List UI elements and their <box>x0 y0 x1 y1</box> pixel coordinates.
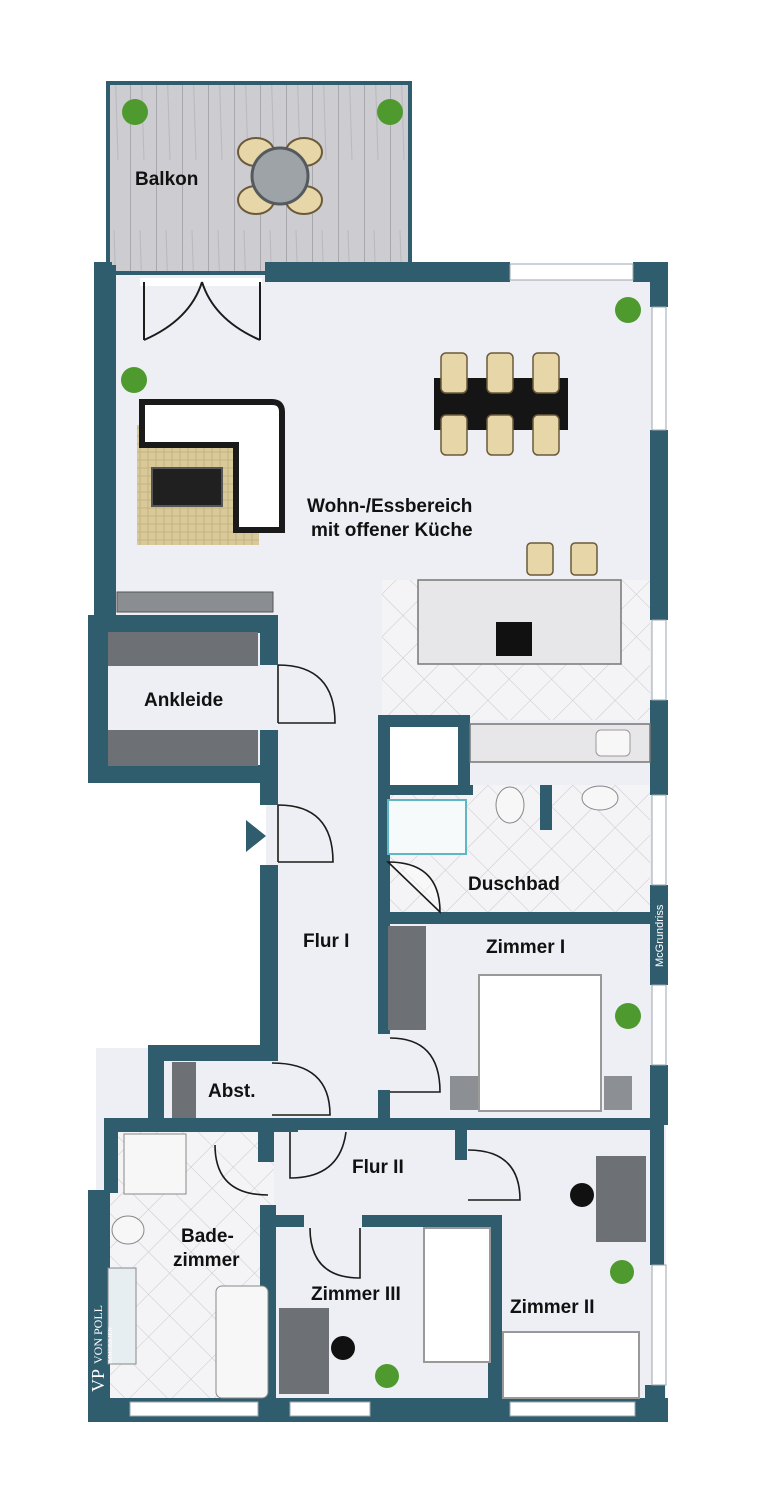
room-label-duschbad: Duschbad <box>468 874 560 895</box>
balcony-door[interactable] <box>140 278 262 341</box>
room-label-bade-1: Bade- <box>181 1226 234 1247</box>
shower-icon <box>387 799 467 855</box>
tv-sideboard <box>116 591 274 613</box>
nightstand-right <box>604 1076 632 1110</box>
room-label-flur1: Flur I <box>303 931 349 952</box>
logo-sub: IMMOBILIEN <box>108 1327 114 1364</box>
room-label-flur2: Flur II <box>352 1157 404 1178</box>
wardrobe-top <box>108 632 258 666</box>
room-label-wohn-2: mit offener Küche <box>311 520 473 541</box>
von-poll-logo: VP VON POLL IMMOBILIEN <box>88 1305 114 1392</box>
abst-shelf <box>172 1062 196 1118</box>
balkon-table-set <box>237 137 323 215</box>
interior-doors[interactable] <box>214 664 521 1279</box>
desk-chair-zimmer3 <box>331 1336 355 1360</box>
single-bed-zimmer3 <box>423 1227 491 1363</box>
shower-tray-icon <box>123 1133 187 1195</box>
room-label-abst: Abst. <box>208 1081 256 1102</box>
logo-name: VON POLL <box>91 1305 105 1364</box>
plant-icon <box>121 99 641 1388</box>
room-label-zimmer3: Zimmer III <box>311 1284 401 1305</box>
room-label-zimmer1: Zimmer I <box>486 937 565 958</box>
logo-mark: VP <box>88 1369 108 1392</box>
corner-sofa <box>139 399 285 533</box>
single-bed-zimmer2 <box>502 1331 640 1399</box>
desk-zimmer3 <box>279 1308 329 1394</box>
kitchen-sink-icon <box>595 729 631 757</box>
wardrobe-zimmer1 <box>388 926 426 1030</box>
windows <box>129 263 667 1417</box>
dining-chairs <box>440 352 560 456</box>
bathtub-icon <box>215 1285 269 1399</box>
coffee-table <box>151 467 223 507</box>
desk-zimmer2 <box>596 1156 646 1242</box>
storage-closet <box>390 727 458 785</box>
wardrobe-bottom <box>108 730 258 766</box>
watermark-text: McGrundriss <box>654 904 666 967</box>
bar-stools <box>526 542 598 576</box>
nightstand-left <box>450 1076 478 1110</box>
toilet-icon <box>495 786 525 824</box>
room-label-zimmer2: Zimmer II <box>510 1297 594 1318</box>
toilet-icon-bad <box>111 1215 145 1245</box>
room-label-balkon: Balkon <box>135 169 198 190</box>
entrance-arrow-icon <box>246 820 266 852</box>
cooktop <box>496 622 532 656</box>
double-washbasin-icon <box>107 1267 137 1365</box>
room-label-bade-2: zimmer <box>173 1250 240 1271</box>
room-label-ankleide: Ankleide <box>144 690 223 711</box>
washbasin-icon <box>581 785 619 811</box>
double-bed <box>478 974 602 1112</box>
desk-chair-zimmer2 <box>570 1183 594 1207</box>
outer-cutout <box>96 778 266 1048</box>
room-label-wohn-1: Wohn-/Essbereich <box>307 496 472 517</box>
